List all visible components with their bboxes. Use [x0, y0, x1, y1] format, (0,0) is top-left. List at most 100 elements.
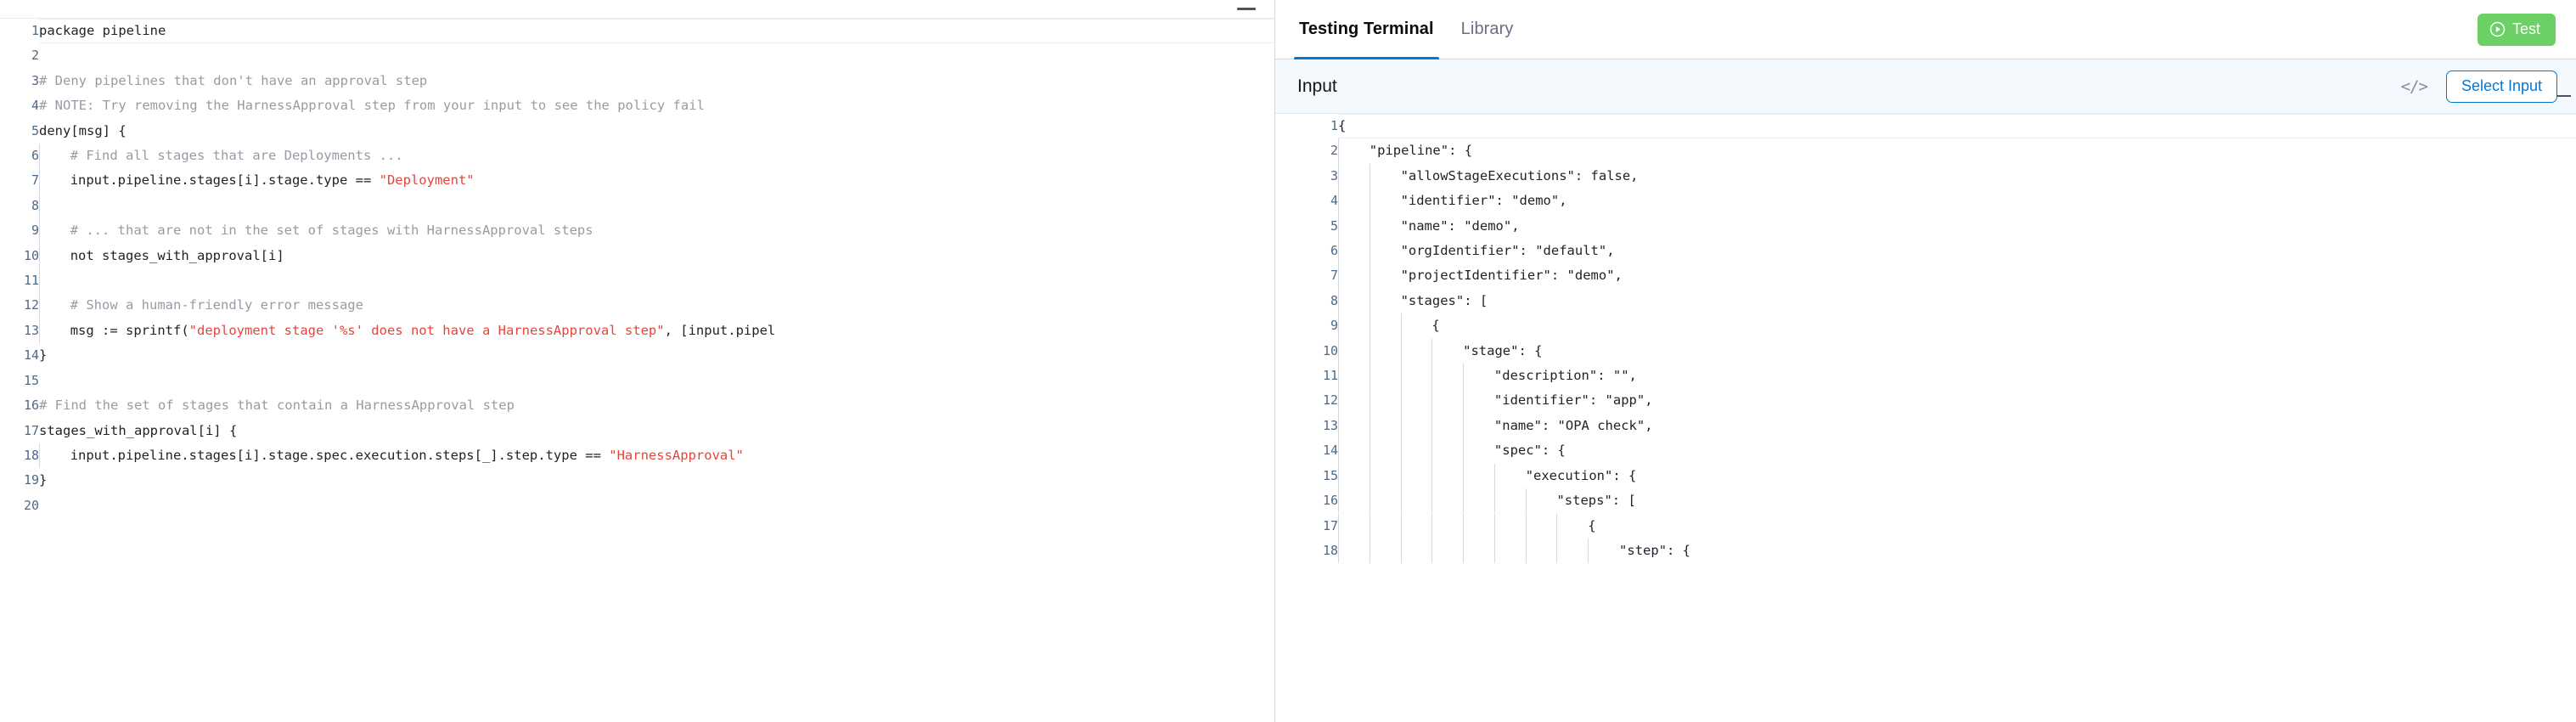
line-number: 2 — [0, 43, 39, 69]
code-line-content[interactable]: stages_with_approval[i] { — [39, 419, 1274, 443]
line-number: 7 — [0, 168, 39, 194]
json-line-content[interactable]: { — [1338, 114, 2576, 138]
token-plain: } — [39, 472, 48, 488]
indent-guide — [1400, 538, 1416, 564]
json-token: { — [1338, 118, 1347, 133]
token-plain: stages_with_approval[i] { — [39, 422, 238, 438]
code-line-content[interactable]: # NOTE: Try removing the HarnessApproval… — [39, 93, 1274, 118]
panel-minimize-icon[interactable] — [2557, 95, 2571, 97]
code-line: 9# ... that are not in the set of stages… — [0, 218, 1274, 244]
indent-space — [1572, 514, 1588, 539]
minimize-icon[interactable] — [1237, 8, 1256, 10]
code-line: 14} — [0, 343, 1274, 369]
json-line-content[interactable]: "orgIdentifier": "default", — [1338, 239, 2576, 264]
indent-space — [1416, 339, 1431, 364]
json-line-content[interactable]: "execution": { — [1338, 463, 2576, 489]
indent-guide — [39, 268, 40, 294]
json-line-content[interactable]: { — [1338, 313, 2576, 339]
json-line-content[interactable]: "name": "OPA check", — [1338, 413, 2576, 439]
json-line: 15"execution": { — [1275, 463, 2576, 489]
json-line-number: 13 — [1322, 417, 1338, 433]
select-input-button[interactable]: Select Input — [2445, 70, 2557, 103]
indent-space — [1510, 488, 1525, 513]
indent-guide — [1431, 388, 1447, 414]
tab-library[interactable]: Library — [1448, 0, 1527, 59]
code-line-content[interactable] — [39, 369, 1274, 393]
code-line-content[interactable]: # ... that are not in the set of stages … — [39, 218, 1274, 244]
indent-guide — [1525, 513, 1541, 539]
code-line-content[interactable]: # Show a human-friendly error message — [39, 293, 1274, 319]
code-line-content[interactable]: deny[msg] { — [39, 119, 1274, 144]
json-line-content[interactable]: "identifier": "demo", — [1338, 189, 2576, 214]
indent-space — [1448, 514, 1463, 539]
json-line: 13"name": "OPA check", — [1275, 413, 2576, 439]
json-line: 2"pipeline": { — [1275, 138, 2576, 164]
json-token: "steps": [ — [1556, 493, 1636, 509]
json-line-content[interactable]: "description": "", — [1338, 364, 2576, 389]
json-line-content[interactable]: "identifier": "app", — [1338, 388, 2576, 414]
code-line-content[interactable]: # Deny pipelines that don't have an appr… — [39, 69, 1274, 93]
indent-space — [1353, 364, 1369, 388]
json-line-number: 11 — [1322, 368, 1338, 384]
indent-space — [1479, 488, 1494, 513]
indent-guide — [39, 193, 40, 219]
indent-guide — [39, 218, 40, 244]
json-line-number: 17 — [1322, 517, 1338, 533]
indent-guide — [39, 168, 40, 194]
token-string: "deployment stage '%s' does not have a H… — [188, 322, 665, 338]
indent-space — [1385, 289, 1400, 313]
line-number: 19 — [0, 468, 39, 494]
indent-guide — [1369, 488, 1385, 514]
test-button-label: Test — [2511, 20, 2540, 37]
indent-guide — [1338, 189, 1353, 214]
indent-space — [1416, 388, 1431, 413]
json-line-content[interactable]: "stage": { — [1338, 338, 2576, 364]
indent-space — [1385, 488, 1400, 513]
code-line-content[interactable]: } — [39, 343, 1274, 368]
json-line-content[interactable]: "projectIdentifier": "demo", — [1338, 263, 2576, 289]
line-number: 11 — [0, 268, 39, 294]
json-line-content[interactable]: "pipeline": { — [1338, 138, 2576, 164]
json-line-content[interactable]: "stages": [ — [1338, 288, 2576, 314]
code-line-content[interactable]: # Find all stages that are Deployments .… — [39, 144, 1274, 169]
json-line-content[interactable]: "name": "demo", — [1338, 213, 2576, 240]
json-line-content[interactable]: "allowStageExecutions": false, — [1338, 163, 2576, 189]
code-line-content[interactable]: input.pipeline.stages[i].stage.spec.exec… — [39, 443, 1274, 469]
json-line-content[interactable]: "spec": { — [1338, 438, 2576, 464]
token-comment: # Deny pipelines that don't have an appr… — [39, 72, 428, 88]
code-line: 4# NOTE: Try removing the HarnessApprova… — [0, 93, 1274, 119]
json-line-content[interactable]: "steps": [ — [1338, 488, 2576, 514]
input-bar-actions: </> Select Input — [2400, 70, 2557, 103]
code-line-content[interactable] — [39, 268, 1274, 294]
code-line-content[interactable] — [39, 193, 1274, 219]
code-line-content[interactable]: not stages_with_approval[i] — [39, 243, 1274, 269]
code-line-content[interactable]: # Find the set of stages that contain a … — [39, 393, 1274, 418]
json-token: "identifier": "app", — [1493, 392, 1653, 409]
code-line-content[interactable]: } — [39, 468, 1274, 493]
json-line-number: 5 — [1330, 217, 1338, 234]
indent-guide — [1463, 438, 1478, 464]
code-line-content[interactable] — [39, 43, 1274, 68]
json-line-content[interactable]: { — [1338, 513, 2576, 539]
indent-guide — [1431, 338, 1447, 364]
indent-guide — [1338, 413, 1353, 439]
code-line-content[interactable]: input.pipeline.stages[i].stage.type == "… — [39, 168, 1274, 194]
json-line-content[interactable]: "step": { — [1338, 538, 2576, 564]
tab-testing-terminal[interactable]: Testing Terminal — [1285, 0, 1448, 60]
code-line-content[interactable]: msg := sprintf("deployment stage '%s' do… — [39, 318, 1274, 344]
indent-space — [1353, 539, 1369, 563]
line-number: 14 — [0, 343, 39, 369]
code-line: 8 — [0, 193, 1274, 219]
code-brackets-icon[interactable]: </> — [2400, 76, 2428, 96]
test-button[interactable]: Test — [2477, 13, 2556, 46]
indent-guide — [1338, 364, 1353, 389]
indent-space — [1479, 364, 1494, 388]
code-line-content[interactable]: package pipeline — [39, 19, 1274, 43]
json-input-scroll-area[interactable]: 1{2"pipeline": {3"allowStageExecutions":… — [1275, 114, 2576, 722]
code-line-content[interactable] — [39, 494, 1274, 518]
